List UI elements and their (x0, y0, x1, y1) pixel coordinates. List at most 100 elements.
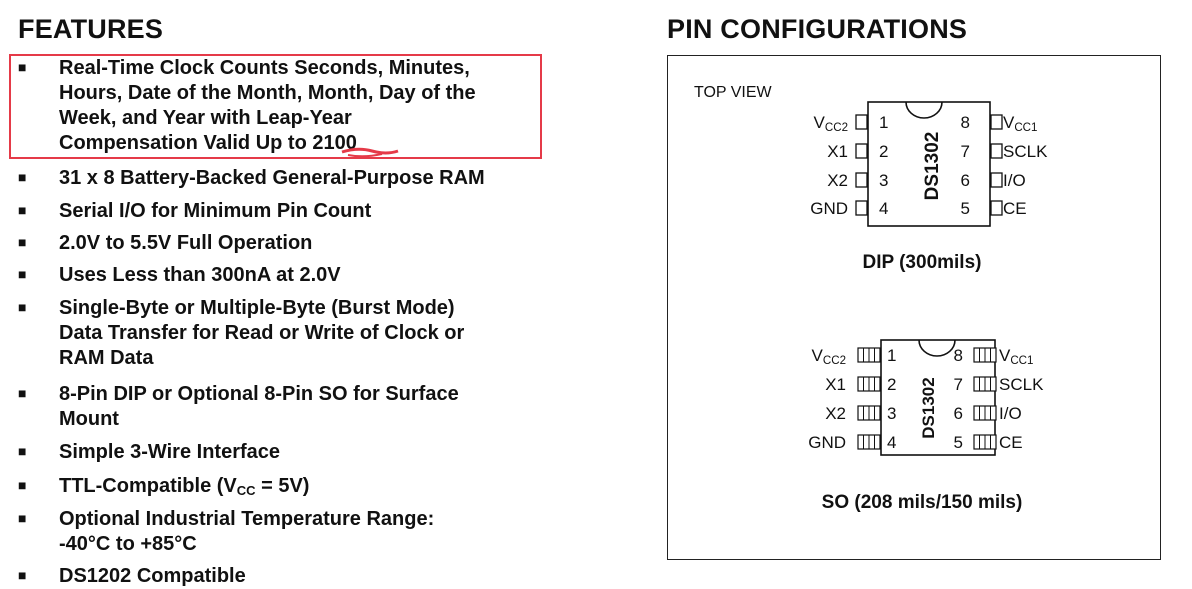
feature-item-ram: ■ 31 x 8 Battery-Backed General-Purpose … (18, 166, 558, 191)
dip-pin-stub (990, 114, 1003, 130)
feature-line: RAM Data (59, 347, 154, 369)
feature-line: TTL-Compatible (VCC = 5V) (59, 474, 558, 503)
so-left-pin-label: X2 (825, 404, 846, 423)
features-heading: FEATURES (18, 14, 164, 44)
feature-item-serial: ■ Serial I/O for Minimum Pin Count (18, 199, 558, 224)
highlight-annotation-box (9, 54, 542, 159)
bullet-icon: ■ (18, 202, 27, 218)
dip-chip-name: DS1302 (922, 132, 943, 201)
feature-line: Data Transfer for Read or Write of Clock… (59, 322, 465, 344)
bullet-icon: ■ (18, 443, 27, 459)
dip-right-pin-label: VCC1 (1003, 113, 1037, 134)
bullet-icon: ■ (18, 477, 27, 493)
dip-pin-number: 8 (961, 113, 970, 132)
feature-item-temperature: ■ Optional Industrial Temperature Range:… (18, 507, 558, 557)
feature-line: Mount (59, 408, 119, 430)
bullet-icon: ■ (18, 299, 27, 315)
feature-item-ttl: ■ TTL-Compatible (VCC = 5V) (18, 474, 558, 503)
dip-pin-number: 4 (879, 199, 888, 218)
bullet-icon: ■ (18, 266, 27, 282)
feature-item-voltage: ■ 2.0V to 5.5V Full Operation (18, 231, 558, 256)
so-notch (918, 339, 956, 357)
dip-pin-number: 1 (879, 113, 888, 132)
bullet-icon: ■ (18, 567, 27, 583)
pin-configurations-heading: PIN CONFIGURATIONS (667, 14, 968, 44)
feature-item-compatible: ■ DS1202 Compatible (18, 564, 558, 589)
feature-line: Compensation Valid Up to 2100 (59, 132, 357, 154)
feature-item-package: ■ 8-Pin DIP or Optional 8-Pin SO for Sur… (18, 382, 558, 432)
bullet-icon: ■ (18, 510, 27, 526)
dip-pin-stub (855, 114, 868, 130)
feature-line: -40°C to +85°C (59, 533, 197, 555)
dip-pin-stub (990, 200, 1003, 216)
so-right-pin-label: SCLK (999, 375, 1044, 394)
so-right-pin-label: CE (999, 433, 1023, 452)
dip-pin-stub (855, 172, 868, 188)
dip-left-pin-label: X2 (827, 171, 848, 190)
feature-item-rtc: ■ Real-Time Clock Counts Seconds, Minute… (18, 56, 558, 156)
so-left-pin-label: GND (808, 433, 846, 452)
dip-pin-stub (855, 143, 868, 159)
feature-line: Simple 3-Wire Interface (59, 441, 281, 463)
so-pin-number: 7 (954, 375, 963, 394)
so-pin-number: 5 (954, 433, 963, 452)
so-right-pin-label: VCC1 (999, 346, 1033, 367)
so-pin-number: 1 (887, 346, 896, 365)
feature-line: Single-Byte or Multiple-Byte (Burst Mode… (59, 297, 455, 319)
so-pin-number: 2 (887, 375, 896, 394)
dip-caption: DIP (300mils) (863, 252, 982, 273)
top-view-label: TOP VIEW (694, 84, 773, 101)
dip-pin-stub (855, 200, 868, 216)
bullet-icon: ■ (18, 385, 27, 401)
so-pin-number: 4 (887, 433, 896, 452)
so-pin-number: 6 (954, 404, 963, 423)
feature-line: DS1202 Compatible (59, 565, 246, 587)
feature-line: Week, and Year with Leap-Year (59, 107, 352, 129)
dip-notch (905, 101, 943, 119)
dip-left-pin-label: X1 (827, 142, 848, 161)
ttl-prefix: TTL-Compatible (V (59, 475, 237, 497)
feature-item-burst: ■ Single-Byte or Multiple-Byte (Burst Mo… (18, 296, 558, 371)
dip-left-pin-label: GND (810, 199, 848, 218)
ttl-subscript: CC (236, 483, 256, 498)
feature-line: Optional Industrial Temperature Range: (59, 508, 435, 530)
so-left-pin-label: X1 (825, 375, 846, 394)
bullet-icon: ■ (18, 169, 27, 185)
bullet-icon: ■ (18, 234, 27, 250)
feature-line: Serial I/O for Minimum Pin Count (59, 200, 372, 222)
dip-pin-number: 5 (961, 199, 970, 218)
so-left-pin-label: VCC2 (812, 346, 846, 367)
so-chip-name: DS1302 (919, 377, 938, 438)
feature-line: Hours, Date of the Month, Month, Day of … (59, 82, 476, 104)
dip-pin-stub (990, 172, 1003, 188)
dip-body (867, 101, 991, 227)
so-right-pin-label: I/O (999, 404, 1022, 423)
so-caption: SO (208 mils/150 mils) (822, 492, 1023, 513)
feature-item-current: ■ Uses Less than 300nA at 2.0V (18, 263, 558, 288)
ttl-suffix: = 5V) (255, 475, 310, 497)
dip-right-pin-label: I/O (1003, 171, 1026, 190)
feature-line: 8-Pin DIP or Optional 8-Pin SO for Surfa… (59, 383, 459, 405)
so-pin-number: 8 (954, 346, 963, 365)
dip-pin-stub (990, 143, 1003, 159)
red-scribble-annotation (341, 147, 399, 158)
dip-pin-number: 3 (879, 171, 888, 190)
feature-item-interface: ■ Simple 3-Wire Interface (18, 440, 558, 465)
dip-left-pin-label: VCC2 (814, 113, 848, 134)
so-body (880, 339, 996, 456)
pin-configuration-frame (667, 55, 1161, 560)
feature-line: 2.0V to 5.5V Full Operation (59, 232, 313, 254)
dip-right-pin-label: CE (1003, 199, 1027, 218)
dip-pin-number: 6 (961, 171, 970, 190)
dip-pin-number: 7 (961, 142, 970, 161)
feature-line: Uses Less than 300nA at 2.0V (59, 264, 341, 286)
feature-line: 31 x 8 Battery-Backed General-Purpose RA… (59, 167, 485, 189)
bullet-icon: ■ (18, 59, 27, 75)
so-pin-number: 3 (887, 404, 896, 423)
feature-line: Real-Time Clock Counts Seconds, Minutes, (59, 57, 470, 79)
dip-pin-number: 2 (879, 142, 888, 161)
dip-right-pin-label: SCLK (1003, 142, 1048, 161)
